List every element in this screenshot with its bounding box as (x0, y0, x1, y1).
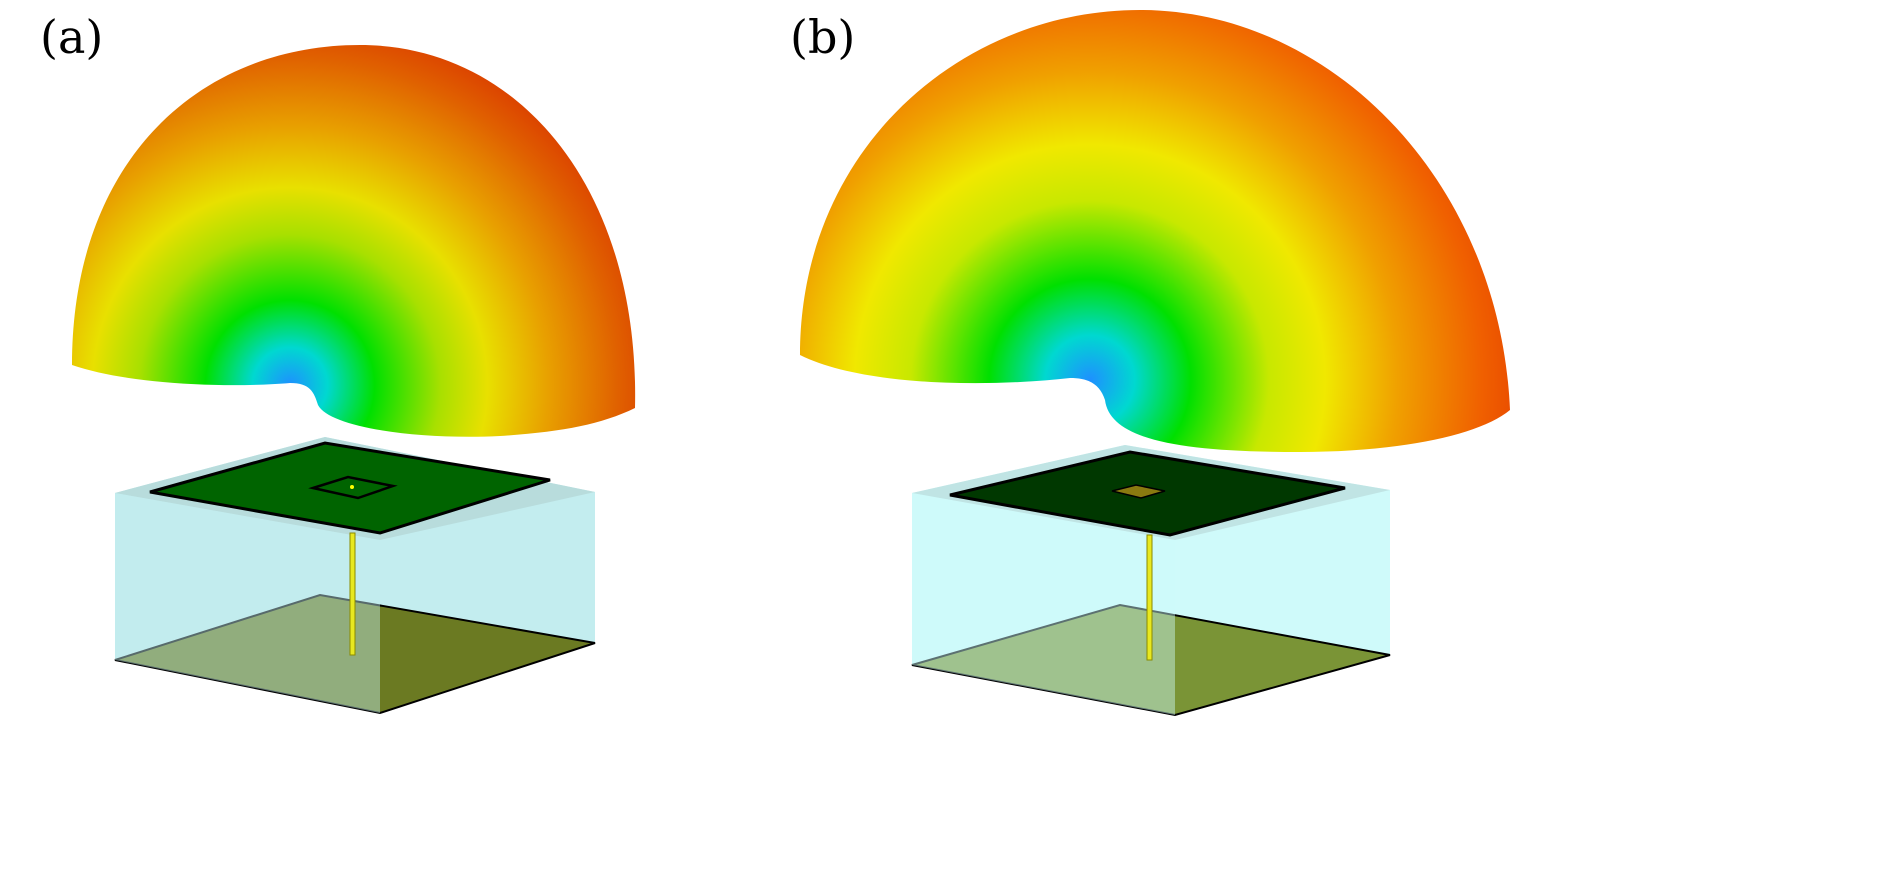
substrate-front-a (115, 493, 380, 713)
slot-array-b (1111, 484, 1166, 499)
radiation-pattern-a (72, 45, 636, 437)
feed-probe-b (1146, 534, 1153, 661)
slot-a (308, 475, 398, 500)
substrate-front-b (912, 493, 1175, 715)
feed-probe-a (349, 532, 356, 656)
patch-a (149, 441, 551, 535)
panel-label-b: (b) (790, 10, 856, 64)
panel-a (72, 45, 636, 715)
feed-point-a (350, 485, 354, 489)
panel-label-a: (a) (40, 10, 104, 64)
radiation-pattern-b (800, 10, 1510, 452)
panel-b (800, 10, 1510, 717)
